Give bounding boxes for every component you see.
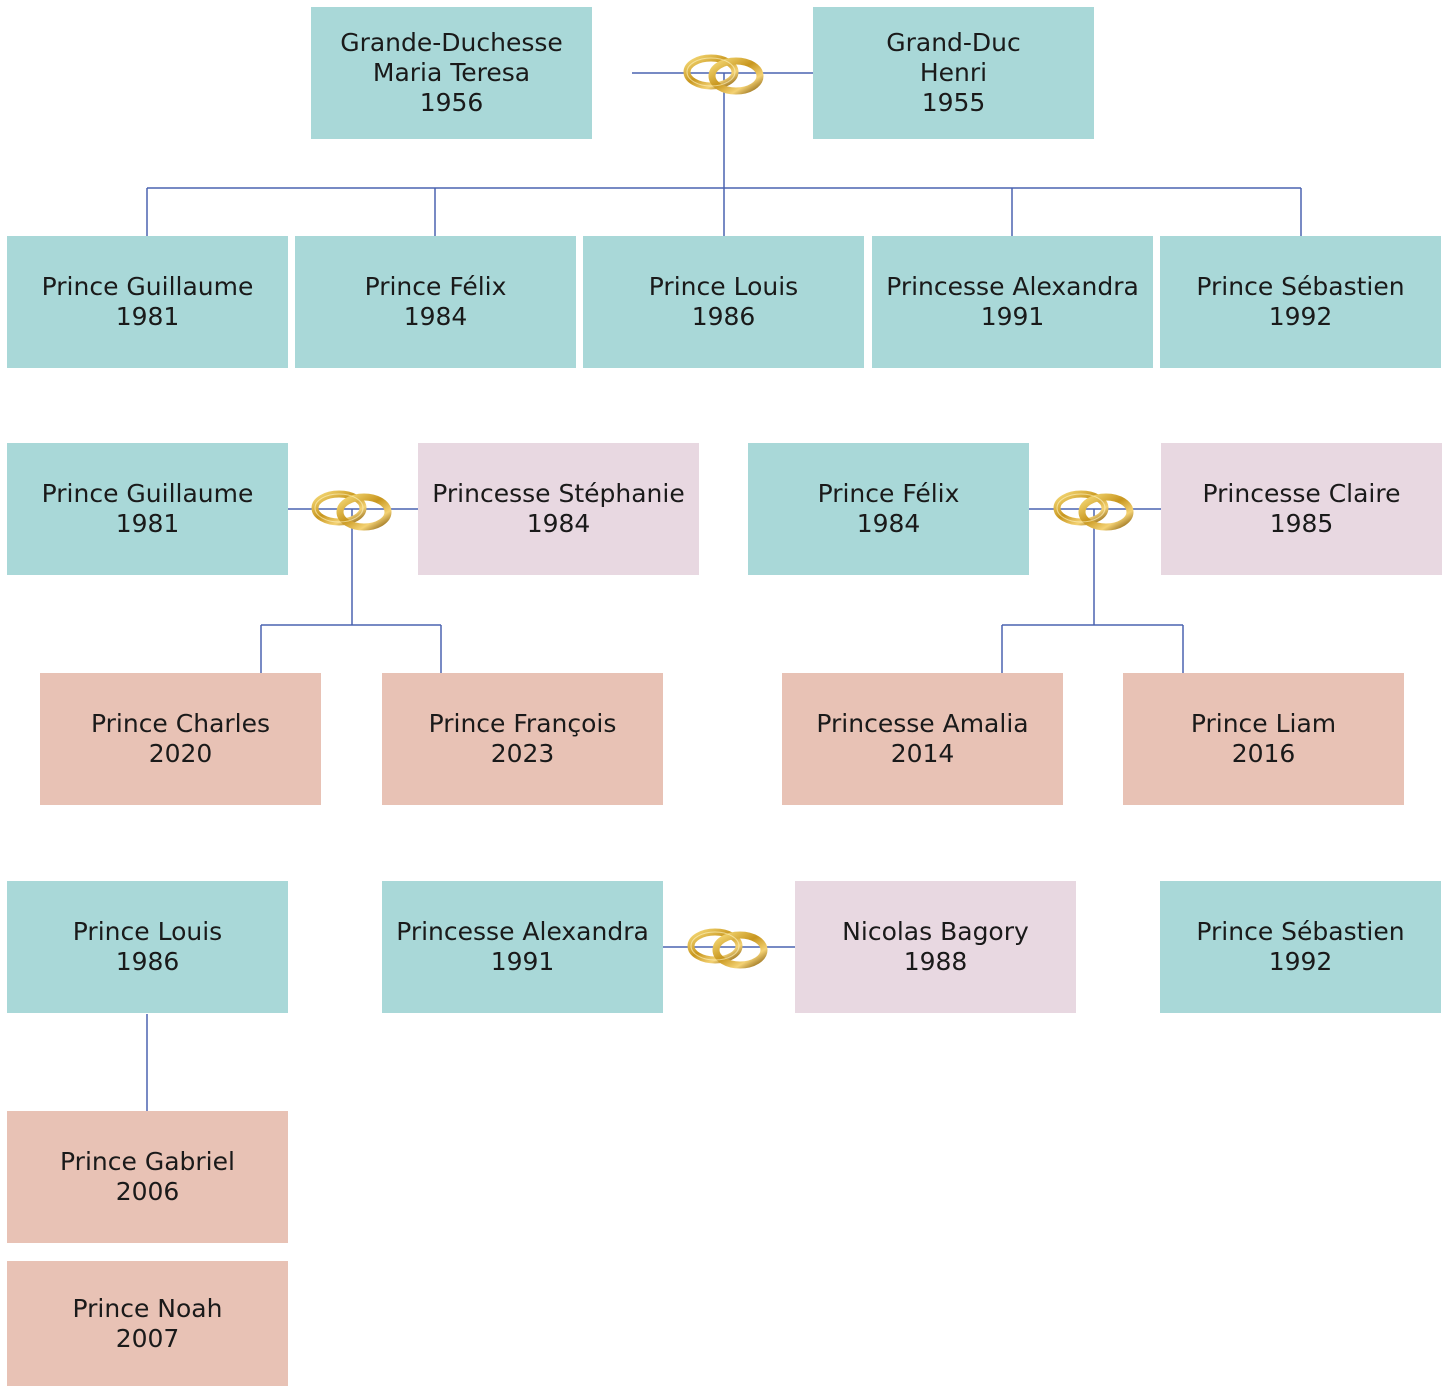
person-name: Prince Louis <box>72 917 223 946</box>
person-name: Henri <box>919 58 988 87</box>
person-year: 1956 <box>419 88 484 117</box>
wedding-rings-icon <box>309 486 395 534</box>
child-box-guillaume: Prince Guillaume 1981 <box>7 236 288 368</box>
person-year: 1991 <box>490 947 555 976</box>
grand-duke-box: Grand-Duc Henri 1955 <box>813 7 1094 139</box>
person-year: 1984 <box>403 302 468 331</box>
person-year: 2014 <box>890 739 955 768</box>
person-name: Nicolas Bagory <box>842 917 1029 946</box>
wedding-rings-icon <box>681 50 767 98</box>
family-guillaume-spouse: Princesse Stéphanie 1984 <box>418 443 699 575</box>
person-year: 1985 <box>1269 509 1334 538</box>
person-year: 2007 <box>115 1323 180 1353</box>
person-name: Prince Guillaume <box>41 272 254 301</box>
person-year: 1984 <box>526 509 591 538</box>
family-louis-person: Prince Louis 1986 <box>7 881 288 1013</box>
grandchild-box-charles: Prince Charles 2020 <box>40 673 321 805</box>
person-name: Prince François <box>428 709 617 738</box>
family-felix-spouse: Princesse Claire 1985 <box>1161 443 1442 575</box>
grandchild-box-liam: Prince Liam 2016 <box>1123 673 1404 805</box>
person-name: Prince Noah <box>72 1293 223 1323</box>
grandchild-box-francois: Prince François 2023 <box>382 673 663 805</box>
family-sebastien-person: Prince Sébastien 1992 <box>1160 881 1441 1013</box>
child-box-sebastien: Prince Sébastien 1992 <box>1160 236 1441 368</box>
person-year: 1981 <box>115 509 180 538</box>
person-name: Prince Gabriel <box>60 1147 235 1176</box>
child-box-louis: Prince Louis 1986 <box>583 236 864 368</box>
person-year: 1955 <box>921 88 986 117</box>
child-box-alexandra: Princesse Alexandra 1991 <box>872 236 1153 368</box>
family-felix-person: Prince Félix 1984 <box>748 443 1029 575</box>
person-year: 1986 <box>691 302 756 331</box>
person-year: 1981 <box>115 302 180 331</box>
person-name: Maria Teresa <box>372 58 531 87</box>
person-name: Prince Félix <box>364 272 507 301</box>
family-alexandra-spouse: Nicolas Bagory 1988 <box>795 881 1076 1013</box>
person-year: 1992 <box>1268 947 1333 976</box>
person-name: Princesse Alexandra <box>886 272 1139 301</box>
person-year: 1992 <box>1268 302 1333 331</box>
grandchild-box-gabriel: Prince Gabriel 2006 <box>7 1111 288 1243</box>
person-name: Prince Félix <box>817 479 960 508</box>
person-name: Prince Louis <box>648 272 799 301</box>
person-year: 2020 <box>148 739 213 768</box>
person-year: 1988 <box>903 947 968 976</box>
person-name: Princesse Claire <box>1202 479 1401 508</box>
person-title: Grande-Duchesse <box>340 28 563 57</box>
child-box-felix: Prince Félix 1984 <box>295 236 576 368</box>
person-year: 2006 <box>115 1177 180 1206</box>
person-name: Prince Sébastien <box>1196 272 1405 301</box>
wedding-rings-icon <box>1051 486 1137 534</box>
person-year: 2023 <box>490 739 555 768</box>
person-name: Prince Liam <box>1190 709 1337 738</box>
person-year: 2016 <box>1231 739 1296 768</box>
person-year: 1984 <box>856 509 921 538</box>
person-year: 1986 <box>115 947 180 976</box>
person-name: Prince Guillaume <box>41 479 254 508</box>
family-guillaume-person: Prince Guillaume 1981 <box>7 443 288 575</box>
grandchild-box-noah: Prince Noah 2007 <box>7 1261 288 1386</box>
grandchild-box-amalia: Princesse Amalia 2014 <box>782 673 1063 805</box>
person-name: Princesse Amalia <box>816 709 1029 738</box>
person-title: Grand-Duc <box>886 28 1021 57</box>
person-year: 1991 <box>980 302 1045 331</box>
family-alexandra-person: Princesse Alexandra 1991 <box>382 881 663 1013</box>
wedding-rings-icon <box>685 924 771 972</box>
person-name: Prince Sébastien <box>1196 917 1405 946</box>
grand-duchess-box: Grande-Duchesse Maria Teresa 1956 <box>311 7 592 139</box>
person-name: Princesse Stéphanie <box>432 479 685 508</box>
person-name: Princesse Alexandra <box>396 917 649 946</box>
person-name: Prince Charles <box>90 709 271 738</box>
